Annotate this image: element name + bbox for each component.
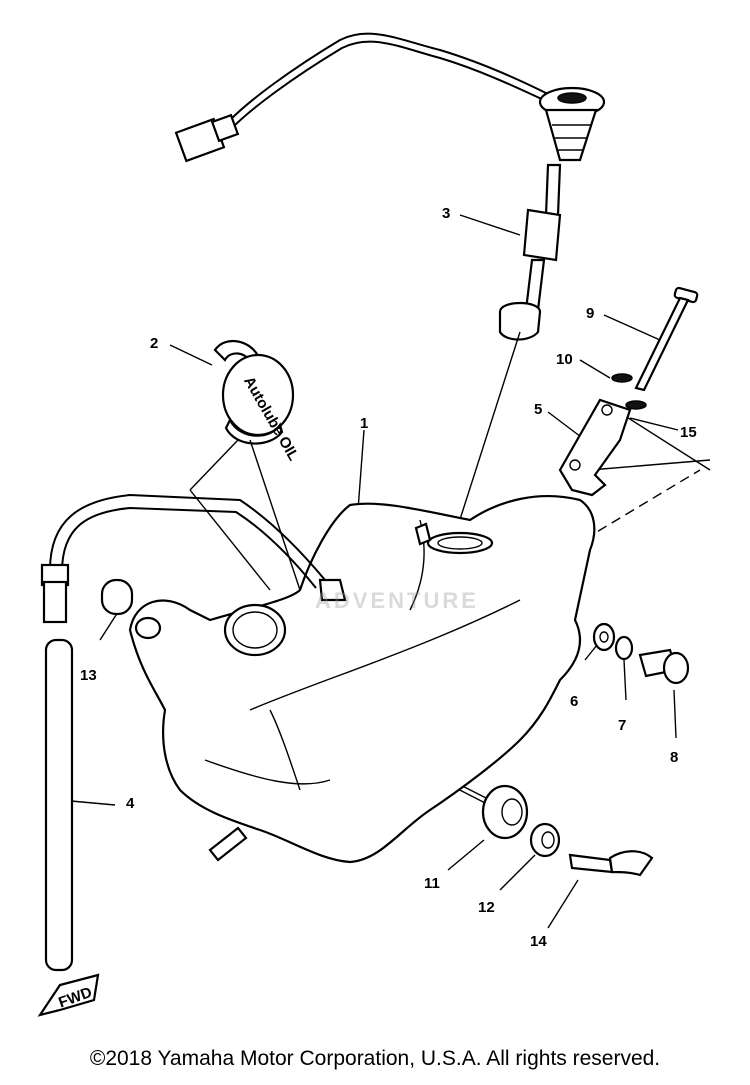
fasteners-right: [592, 622, 690, 685]
forward-arrow: FWD: [37, 973, 100, 1017]
part-labels: 1 2 3 4 5 6 7 8 9 10 11 12 13 14 15: [80, 205, 697, 950]
washer-15: [625, 400, 647, 410]
label-part-6: 6: [570, 693, 578, 710]
mounting-bracket: [558, 398, 632, 497]
label-part-3: 3: [442, 205, 450, 222]
label-part-12: 12: [478, 899, 495, 916]
watermark: ADVENTURE: [315, 588, 479, 613]
label-part-14: 14: [530, 933, 547, 950]
oil-level-sender: [498, 86, 606, 341]
oil-tank: [128, 494, 596, 864]
label-part-13: 13: [80, 667, 97, 684]
oil-tank-exploded-diagram: Autolube OIL: [37, 32, 711, 1017]
label-part-15: 15: [680, 424, 697, 441]
label-part-1: 1: [360, 415, 368, 432]
label-part-7: 7: [618, 717, 626, 734]
label-part-5: 5: [534, 401, 542, 418]
sender-wire: [174, 32, 551, 163]
bolt-9: [611, 286, 699, 410]
label-part-2: 2: [150, 335, 158, 352]
label-part-10: 10: [556, 351, 573, 368]
copyright-text: ©2018 Yamaha Motor Corporation, U.S.A. A…: [89, 1047, 661, 1070]
label-part-4: 4: [126, 795, 135, 812]
washer-10: [611, 373, 633, 383]
label-part-8: 8: [670, 749, 678, 766]
fasteners-bottom: [481, 784, 654, 877]
label-part-11: 11: [424, 875, 440, 892]
label-part-9: 9: [586, 305, 594, 322]
oil-hose: [40, 493, 326, 972]
oil-cap: Autolube OIL: [213, 339, 302, 464]
